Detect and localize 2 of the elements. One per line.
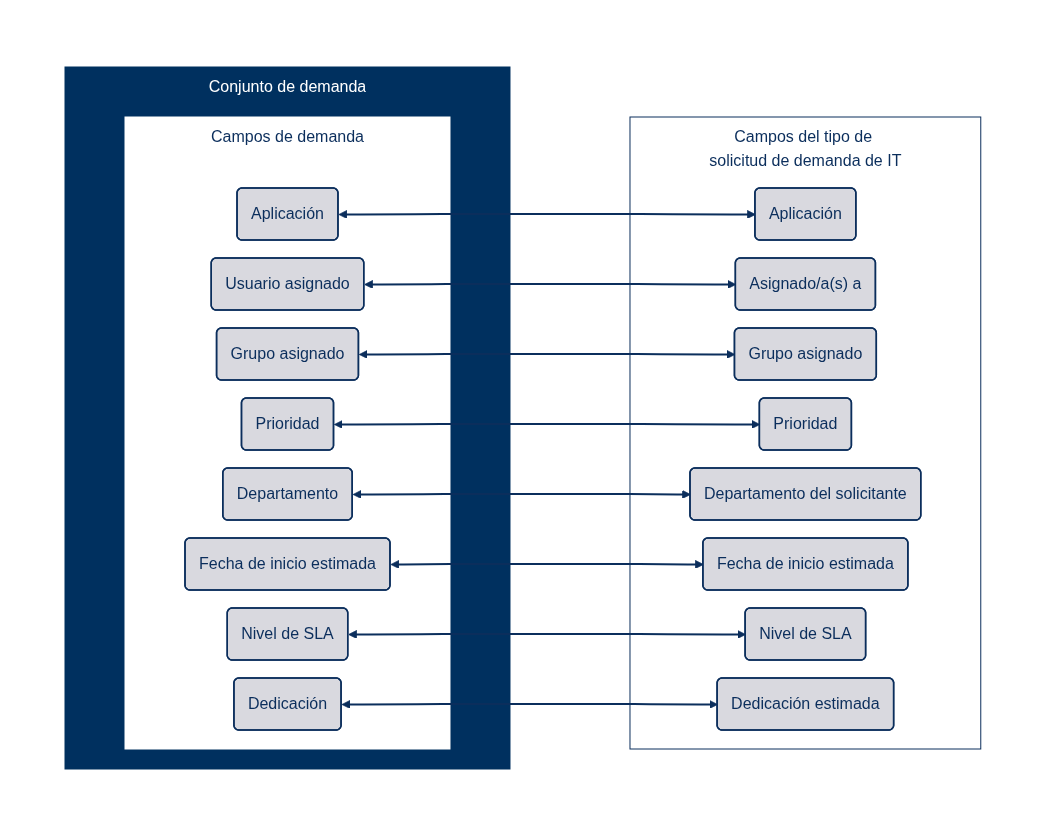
arrow: [352, 490, 691, 499]
arrow: [338, 210, 756, 219]
